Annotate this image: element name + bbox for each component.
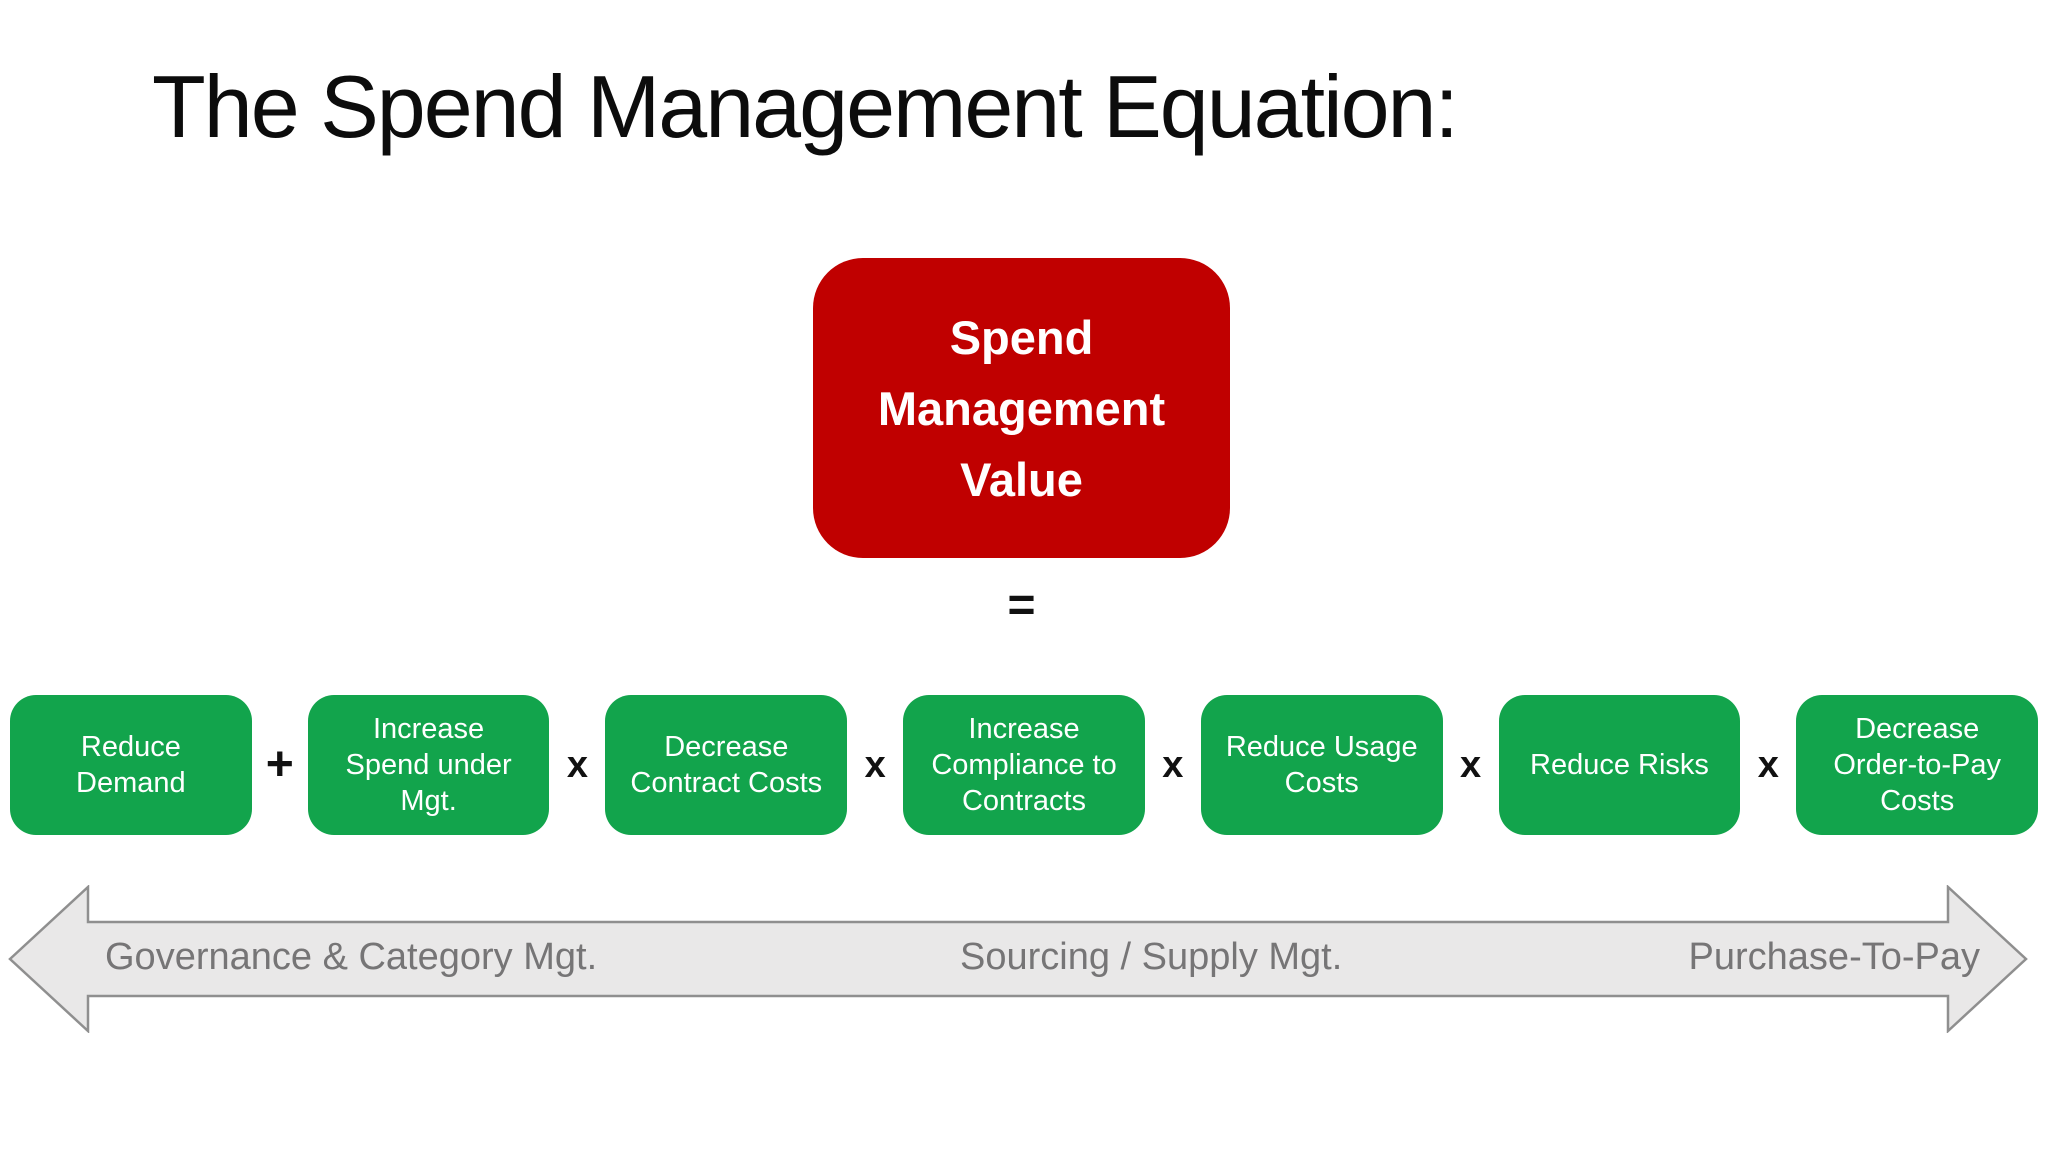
operator-multiply: x [1460,744,1482,786]
operator-multiply: x [864,744,886,786]
slide-title: The Spend Management Equation: [152,57,1459,156]
arrow-label-purchase-to-pay: Purchase-To-Pay [1688,935,1980,978]
equation-box-reduce-risks: Reduce Risks [1498,695,1741,835]
equation-box-line: Costs [1880,785,1955,817]
equation-box-line: Reduce [80,731,181,763]
spend-management-value-box: Spend Management Value [813,258,1230,558]
equation-box-reduce-usage-costs: Reduce Usage Costs [1200,695,1443,835]
value-box-line: Value [960,452,1083,506]
equation-box-increase-spend-under-mgt: Increase Spend under Mgt. [307,695,550,835]
equation-row: Reduce Demand + Increase Spend under Mgt… [10,695,2039,835]
equation-box-line: Decrease [664,731,789,763]
equation-box-increase-compliance-to-contracts: Increase Compliance to Contracts [903,695,1145,835]
equation-box-line: Compliance to [931,749,1117,781]
equation-box-line: Reduce Usage [1225,731,1418,763]
arrow-label-governance: Governance & Category Mgt. [105,935,598,978]
equation-box-line: Decrease [1855,713,1980,745]
value-box-line: Management [877,381,1166,435]
arrow-label-sourcing: Sourcing / Supply Mgt. [960,935,1343,978]
equation-box-line: Mgt. [400,785,457,817]
equation-box-line: Contract Costs [630,767,823,799]
operator-plus: + [265,738,294,791]
equals-sign: = [1007,579,1036,632]
equation-box-line: Increase [968,713,1080,745]
equation-box-decrease-order-to-pay-costs: Decrease Order-to-Pay Costs [1796,695,2039,835]
equation-box-line: Demand [76,767,186,799]
operator-multiply: x [1757,744,1779,786]
operator-multiply: x [566,744,588,786]
equation-box-line: Spend under [345,749,512,781]
operator-multiply: x [1162,744,1184,786]
value-box-line: Spend [949,310,1094,364]
equation-box-decrease-contract-costs: Decrease Contract Costs [605,695,848,835]
double-arrow-icon [8,885,2028,1033]
process-arrow-band: Governance & Category Mgt. Sourcing / Su… [8,885,2028,1033]
equation-box-reduce-demand: Reduce Demand [10,695,252,835]
equation-box-line: Increase [372,713,485,745]
equation-box-line: Costs [1284,767,1359,799]
equation-box-line: Order-to-Pay [1833,749,2001,781]
equation-box-line: Contracts [961,785,1087,817]
equation-box-line: Reduce Risks [1530,749,1709,781]
